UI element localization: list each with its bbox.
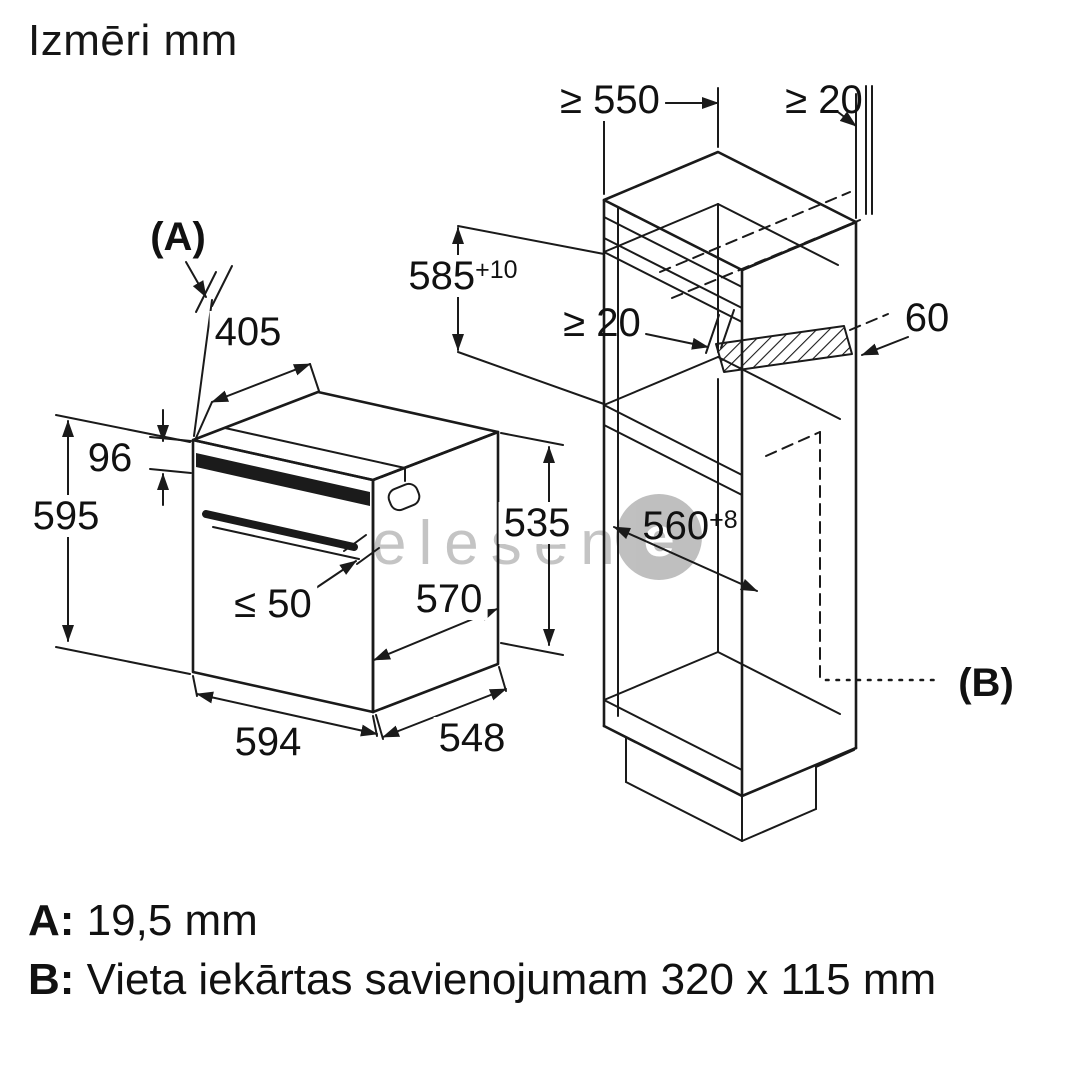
dimension-lines	[55, 87, 909, 740]
dim-label-ge20-top: ≥ 20	[785, 78, 863, 122]
dim-label-405: 405	[209, 311, 287, 353]
note-b: B: Vieta iekārtas savienojumam 320 x 115…	[28, 953, 936, 1008]
note-b-key: B:	[28, 954, 75, 1004]
note-a: A: 19,5 mm	[28, 894, 936, 949]
dim-label-560: 560+8	[642, 505, 737, 547]
page-title: Izmēri mm	[28, 16, 238, 65]
oven-side-grip	[387, 482, 421, 512]
dim-label-b-ref: (B)	[958, 661, 1014, 705]
note-a-key: A:	[28, 896, 75, 945]
dim-label-585: 585+10	[403, 254, 523, 298]
dim-label-548: 548	[433, 717, 511, 759]
note-a-value: 19,5 mm	[86, 896, 258, 945]
dim-label-535: 535	[498, 502, 576, 544]
dim-label-ge20-mid: ≥ 20	[563, 301, 641, 345]
dim-label-595: 595	[27, 495, 105, 537]
dim-label-585-sup: +10	[475, 255, 518, 284]
dim-label-560-sup: +8	[709, 505, 738, 534]
dim-label-570: 570	[410, 578, 488, 620]
wall-lines	[865, 85, 873, 215]
oven-drawing	[191, 390, 500, 714]
footer-notes: A: 19,5 mm B: Vieta iekārtas savienojuma…	[28, 894, 936, 1011]
oven-handle	[202, 510, 358, 551]
dim-label-le50: ≤ 50	[229, 583, 317, 625]
vent-hatch-area	[715, 325, 853, 373]
dim-label-a-ref: (A)	[150, 215, 206, 259]
cabinet-drawing	[602, 85, 942, 842]
note-b-value: Vieta iekārtas savienojumam 320 x 115 mm	[86, 954, 937, 1004]
dim-label-560-base: 560	[642, 504, 710, 548]
dim-label-594: 594	[229, 721, 307, 763]
dim-label-60: 60	[904, 296, 950, 340]
dim-label-ge550: ≥ 550	[555, 79, 665, 121]
dim-label-585-base: 585	[408, 254, 476, 298]
connection-dashed-line	[765, 431, 942, 682]
dim-label-96: 96	[82, 437, 138, 479]
oven-control-panel	[196, 453, 370, 506]
